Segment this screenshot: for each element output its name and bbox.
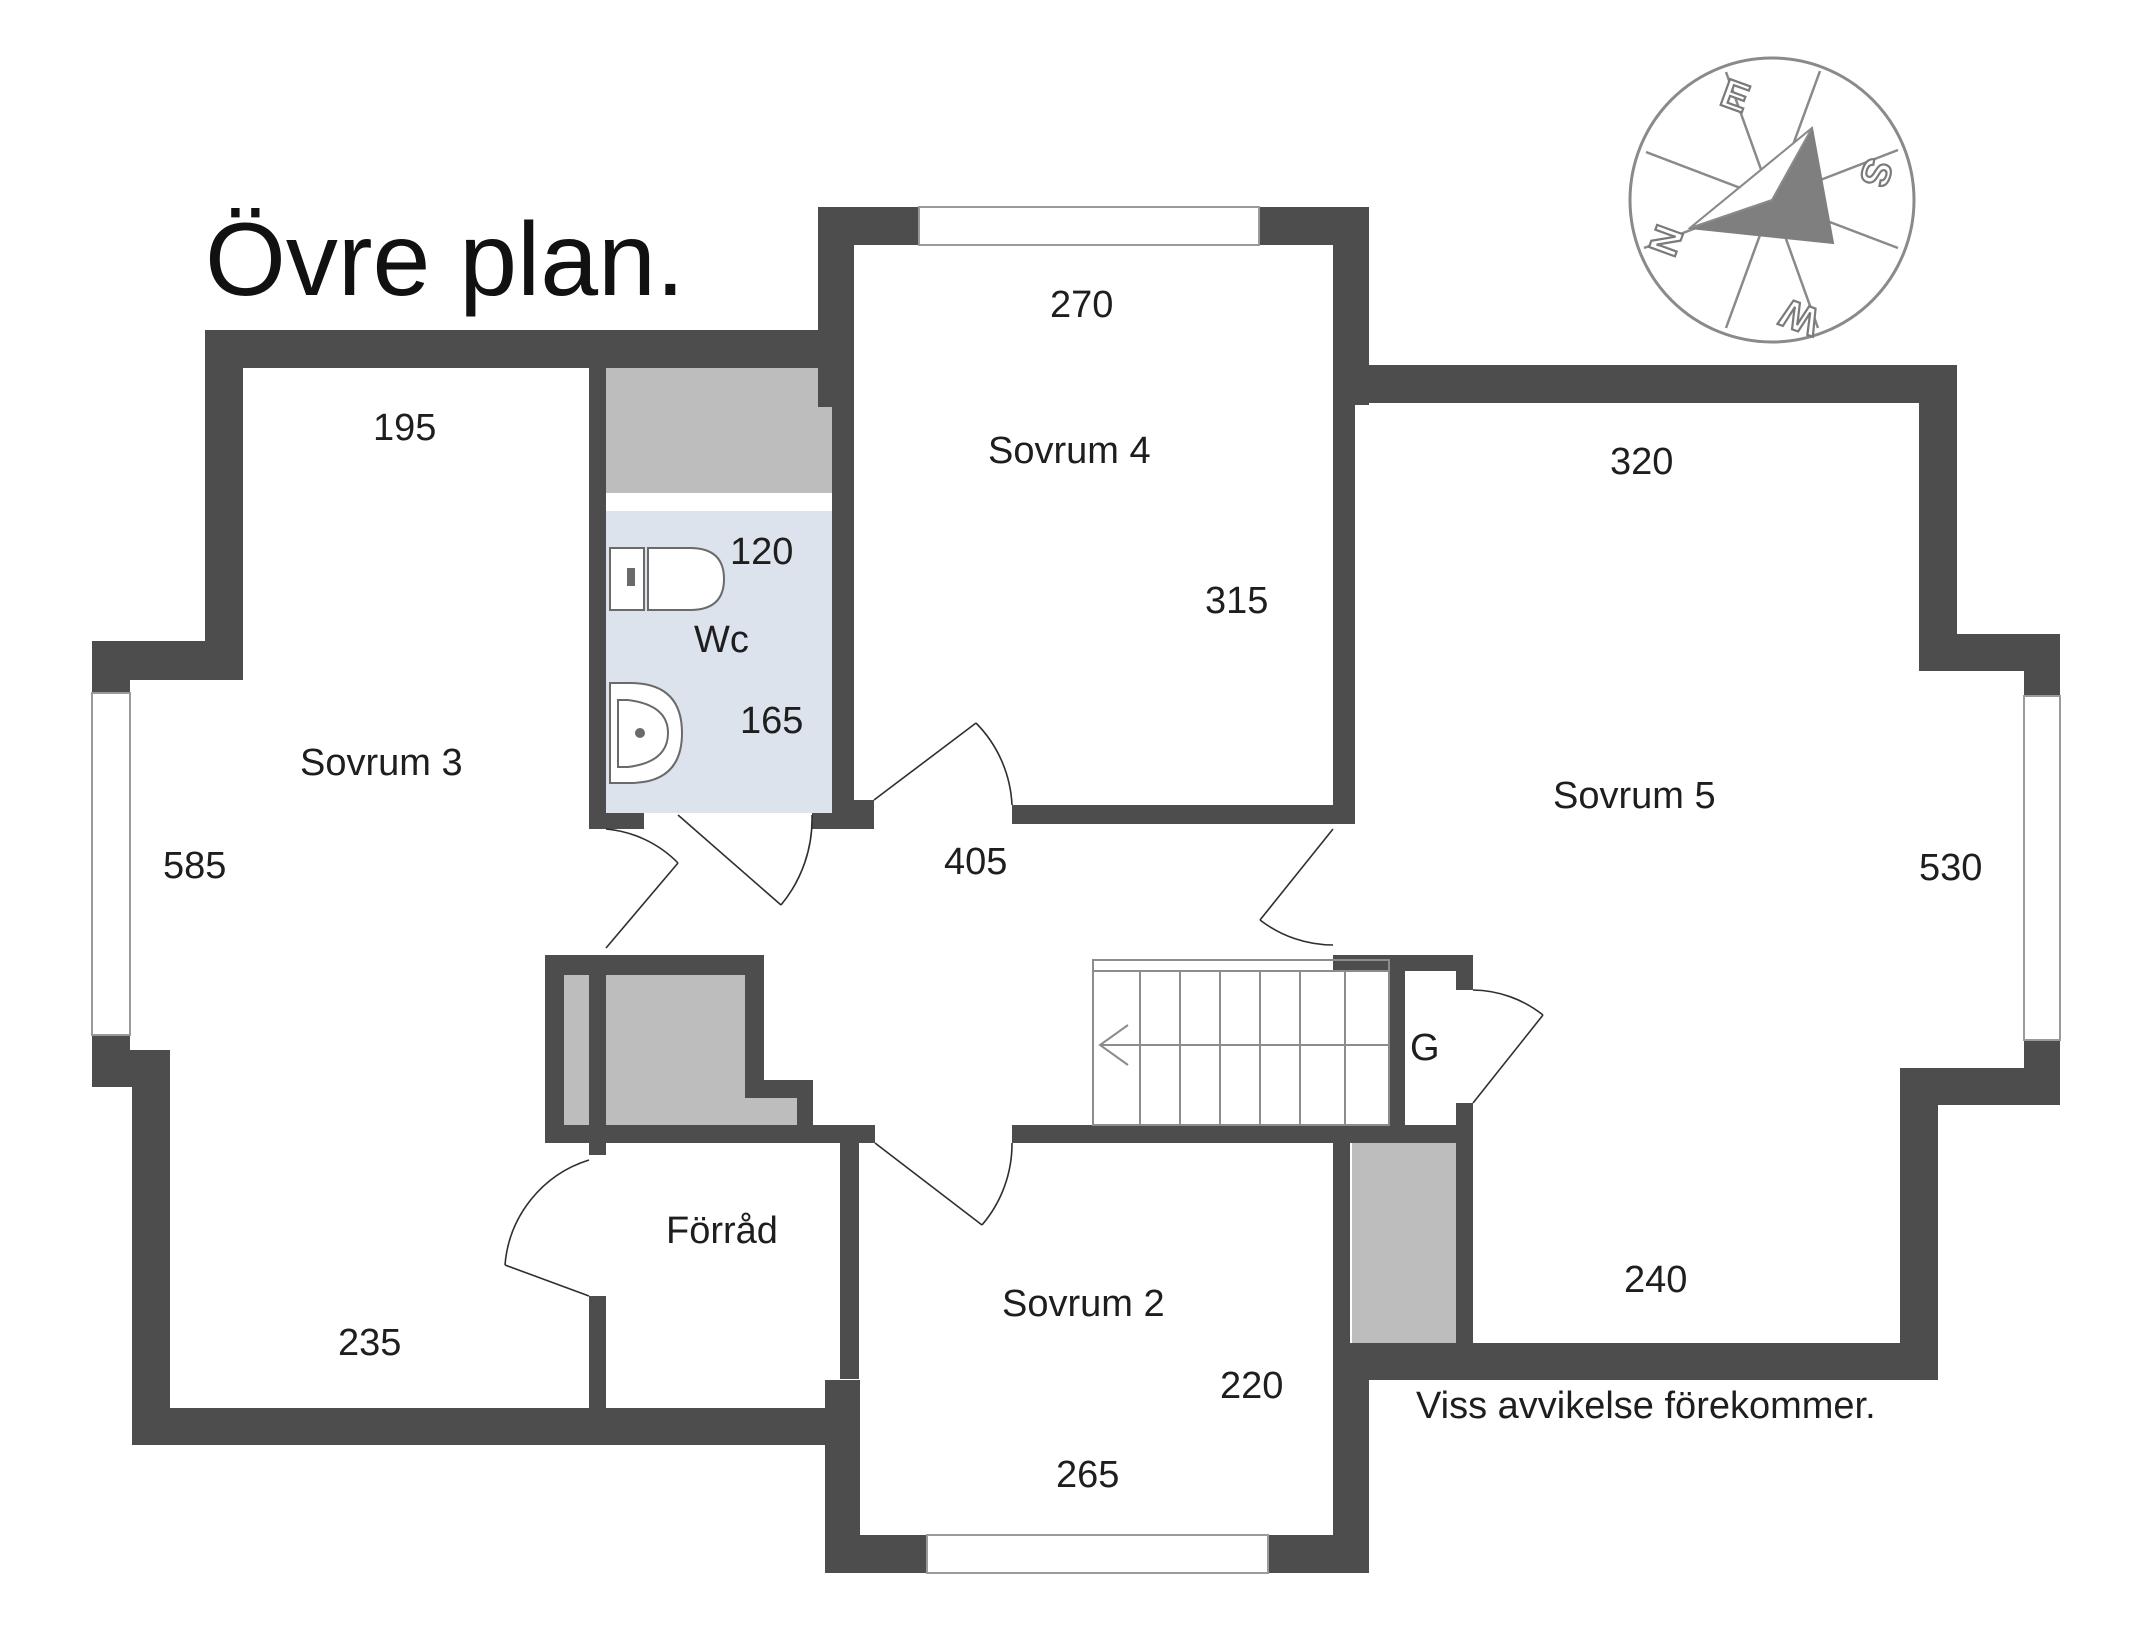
compass-icon: N E S W (1628, 56, 1916, 345)
dim-wc-width: 120 (730, 531, 793, 573)
compass-s: S (1850, 153, 1900, 193)
dim-sovrum3-top: 195 (373, 407, 436, 449)
storage-top (606, 368, 832, 493)
dim-hall: 405 (944, 841, 1007, 883)
dim-wc-depth: 165 (740, 700, 803, 742)
staircase (1092, 959, 1390, 1126)
storage-middle (564, 975, 797, 1125)
dim-sovrum2-bottom: 265 (1056, 1454, 1119, 1496)
dim-sovrum5-top: 320 (1610, 441, 1673, 483)
label-garderob: G (1410, 1027, 1440, 1069)
label-sovrum-4: Sovrum 4 (988, 430, 1151, 472)
doors (504, 722, 1544, 1297)
dim-sovrum3-bottom: 235 (338, 1322, 401, 1364)
toilet-icon (609, 547, 726, 611)
walls (92, 207, 2060, 1573)
label-sovrum-2: Sovrum 2 (1002, 1283, 1165, 1325)
label-wc: Wc (694, 619, 749, 661)
label-sovrum-3: Sovrum 3 (300, 742, 463, 784)
compass-n: N (1641, 220, 1692, 262)
windows (91, 206, 2061, 1574)
sink-icon (609, 682, 684, 784)
compass-e: E (1715, 71, 1755, 121)
label-sovrum-5: Sovrum 5 (1553, 775, 1716, 817)
plan-title: Övre plan. (205, 202, 685, 318)
dim-sovrum5-bottom: 240 (1624, 1259, 1687, 1301)
dim-sovrum4-right: 315 (1205, 580, 1268, 622)
label-forrad: Förråd (666, 1210, 778, 1252)
dim-sovrum3-left: 585 (163, 845, 226, 887)
dim-sovrum5-right: 530 (1919, 847, 1982, 889)
dim-sovrum2-right: 220 (1220, 1365, 1283, 1407)
storage-right (1352, 1143, 1456, 1343)
dim-sovrum4-top: 270 (1050, 284, 1113, 326)
disclaimer-note: Viss avvikelse förekommer. (1416, 1385, 1876, 1427)
